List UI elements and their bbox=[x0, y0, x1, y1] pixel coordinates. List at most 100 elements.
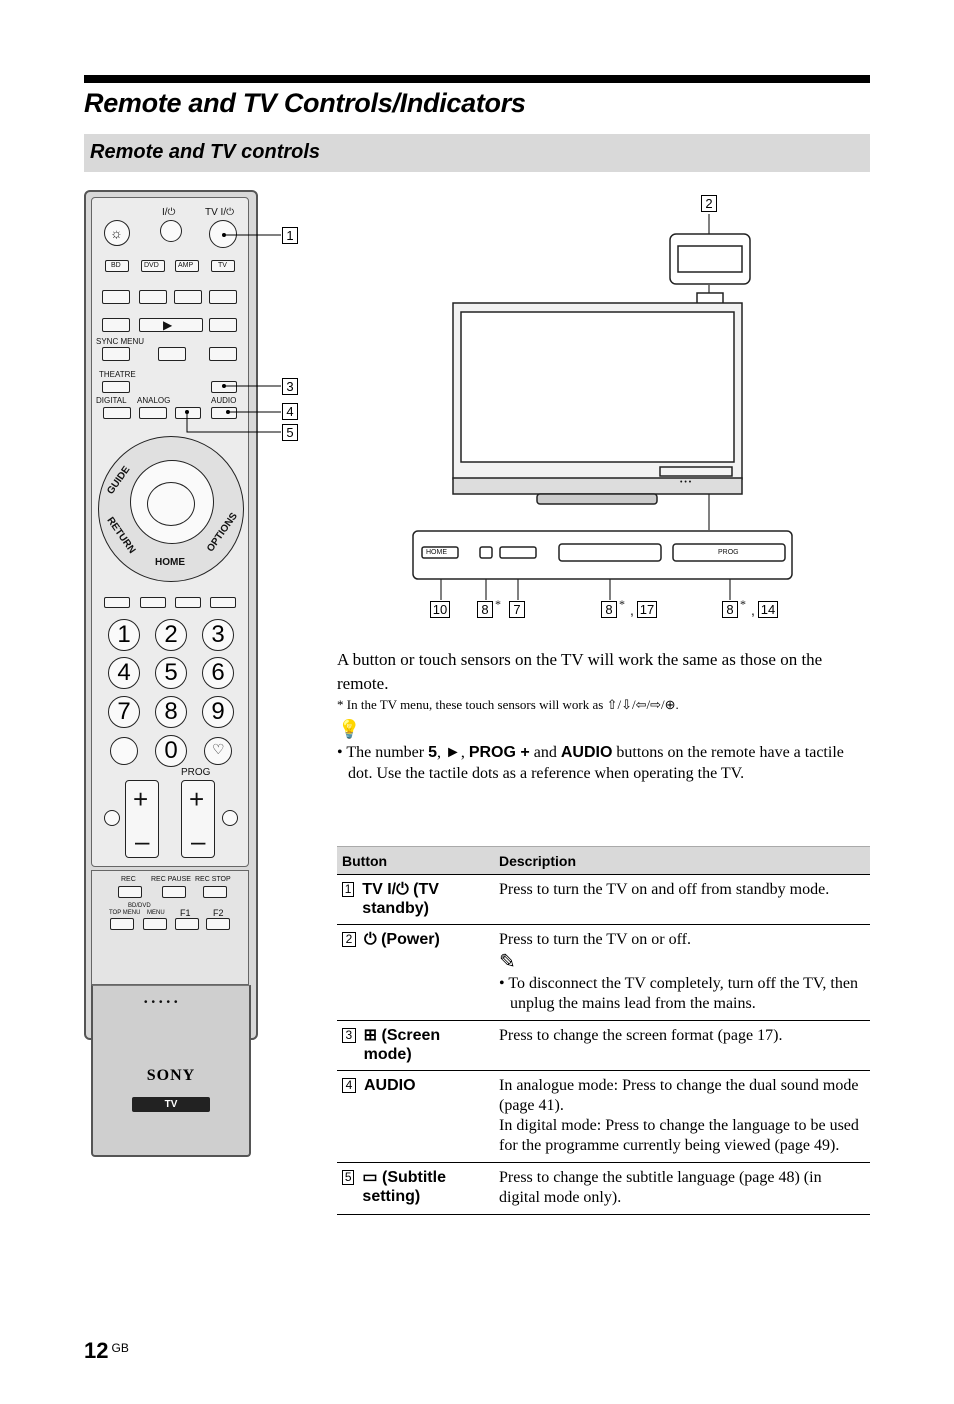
rec-stop-label: REC STOP bbox=[195, 876, 231, 883]
comma-c: , bbox=[751, 602, 755, 618]
theatre-button bbox=[102, 381, 130, 393]
digit-4: 4 bbox=[108, 657, 140, 689]
header-button: Button bbox=[337, 846, 494, 875]
prog-rocker bbox=[181, 780, 215, 858]
bd-label: BD bbox=[111, 262, 121, 269]
bd-button bbox=[105, 260, 129, 272]
prog-minus-icon: – bbox=[191, 826, 206, 856]
tip-bullet: • The number 5, ►, PROG + and AUDIO butt… bbox=[337, 744, 844, 782]
tv-illustration bbox=[412, 233, 793, 580]
header-description: Description bbox=[494, 846, 870, 875]
rec-pause-button bbox=[162, 886, 186, 898]
table-row: 3⊞ (Screen mode) Press to change the scr… bbox=[337, 1020, 870, 1071]
dvd-button bbox=[141, 260, 165, 272]
stop-button bbox=[209, 347, 237, 361]
note-pen-icon: ✎ bbox=[499, 951, 516, 973]
amp-button bbox=[175, 260, 199, 272]
tv-badge: TV bbox=[132, 1097, 210, 1112]
digit-6: 6 bbox=[202, 657, 234, 689]
tv-label: TV bbox=[218, 262, 227, 269]
digital-label: DIGITAL bbox=[96, 396, 127, 405]
heart-icon: ♡ bbox=[212, 741, 225, 757]
header-rule bbox=[84, 75, 870, 83]
menu-label: MENU bbox=[147, 910, 165, 916]
row-description: Press to turn the TV on and off from sta… bbox=[494, 874, 870, 925]
audio-label: AUDIO bbox=[211, 396, 237, 405]
digital-button bbox=[103, 407, 131, 419]
mute-button bbox=[104, 810, 120, 826]
comma-b: , bbox=[630, 602, 634, 618]
text-button bbox=[110, 737, 138, 765]
tv-button bbox=[211, 260, 235, 272]
tv-prog-label: PROG bbox=[718, 549, 739, 556]
plus-icon: + bbox=[133, 784, 149, 814]
table-header: Button Description bbox=[337, 846, 870, 875]
remote-power-label: I/⏻ bbox=[162, 207, 176, 218]
digit-1: 1 bbox=[108, 619, 140, 651]
bd-dvd-label: BD/DVD bbox=[128, 903, 151, 909]
rewind-button bbox=[102, 318, 130, 332]
row-description: In analogue mode: Press to change the du… bbox=[494, 1070, 870, 1163]
callout-7: 7 bbox=[509, 601, 525, 618]
ff-button bbox=[209, 318, 237, 332]
volume-rocker bbox=[125, 780, 159, 858]
play-icon: ▶ bbox=[163, 318, 173, 332]
jump-button bbox=[222, 810, 238, 826]
f1-label: F1 bbox=[180, 908, 191, 918]
prog-label: PROG bbox=[181, 767, 211, 778]
pause-button bbox=[158, 347, 186, 361]
footnote: * In the TV menu, these touch sensors wi… bbox=[337, 697, 679, 712]
callout-3: 3 bbox=[282, 378, 298, 395]
callout-8b: 8 bbox=[601, 601, 617, 618]
sony-logo: SONY bbox=[146, 1067, 196, 1084]
callout-17: 17 bbox=[637, 601, 657, 618]
minus-icon: – bbox=[135, 826, 150, 856]
green-button bbox=[140, 597, 166, 608]
callout-1: 1 bbox=[282, 227, 298, 244]
row-description: Press to change the screen format (page … bbox=[494, 1020, 870, 1071]
digit-8: 8 bbox=[155, 696, 187, 728]
f2-button bbox=[206, 918, 230, 930]
svg-text:• • •: • • • bbox=[680, 479, 692, 486]
digit-5: 5 bbox=[155, 657, 187, 689]
digit-2: 2 bbox=[155, 619, 187, 651]
analog-button bbox=[139, 407, 167, 419]
digit-3: 3 bbox=[202, 619, 234, 651]
ok-button bbox=[147, 482, 195, 526]
remote-cover bbox=[91, 985, 251, 1157]
sync-menu-button bbox=[102, 347, 130, 361]
digit-7: 7 bbox=[108, 696, 140, 728]
replay-button bbox=[139, 290, 167, 304]
callout-14: 14 bbox=[758, 601, 778, 618]
advance-button bbox=[174, 290, 202, 304]
callout-5: 5 bbox=[282, 424, 298, 441]
section-title: Remote and TV controls bbox=[90, 141, 321, 163]
tip-icon: 💡 bbox=[338, 719, 361, 739]
callout-8c: 8 bbox=[722, 601, 738, 618]
rec-button bbox=[118, 886, 142, 898]
audio-button bbox=[211, 407, 237, 419]
dots-decoration: ••••• bbox=[144, 997, 182, 1008]
play-button bbox=[139, 318, 203, 332]
red-button bbox=[104, 597, 130, 608]
prog-plus-icon: + bbox=[189, 784, 205, 814]
digit-0: 0 bbox=[155, 735, 187, 767]
f2-label: F2 bbox=[213, 908, 224, 918]
intro-paragraph: A button or touch sensors on the TV will… bbox=[337, 650, 823, 693]
section-bar bbox=[84, 134, 870, 172]
callout-10: 10 bbox=[430, 601, 450, 618]
digit-9: 9 bbox=[202, 696, 234, 728]
table-row: 5▭ (Subtitle setting) Press to change th… bbox=[337, 1162, 870, 1215]
page-title: Remote and TV Controls/Indicators bbox=[84, 88, 526, 118]
callout-4: 4 bbox=[282, 403, 298, 420]
amp-label: AMP bbox=[178, 262, 194, 269]
callout-2: 2 bbox=[701, 195, 717, 212]
table-row: 2⏻ (Power) Press to turn the TV on or of… bbox=[337, 924, 870, 1021]
home-label: HOME bbox=[155, 557, 185, 568]
rec-stop-button bbox=[203, 886, 227, 898]
top-menu-label: TOP MENU bbox=[109, 910, 141, 916]
